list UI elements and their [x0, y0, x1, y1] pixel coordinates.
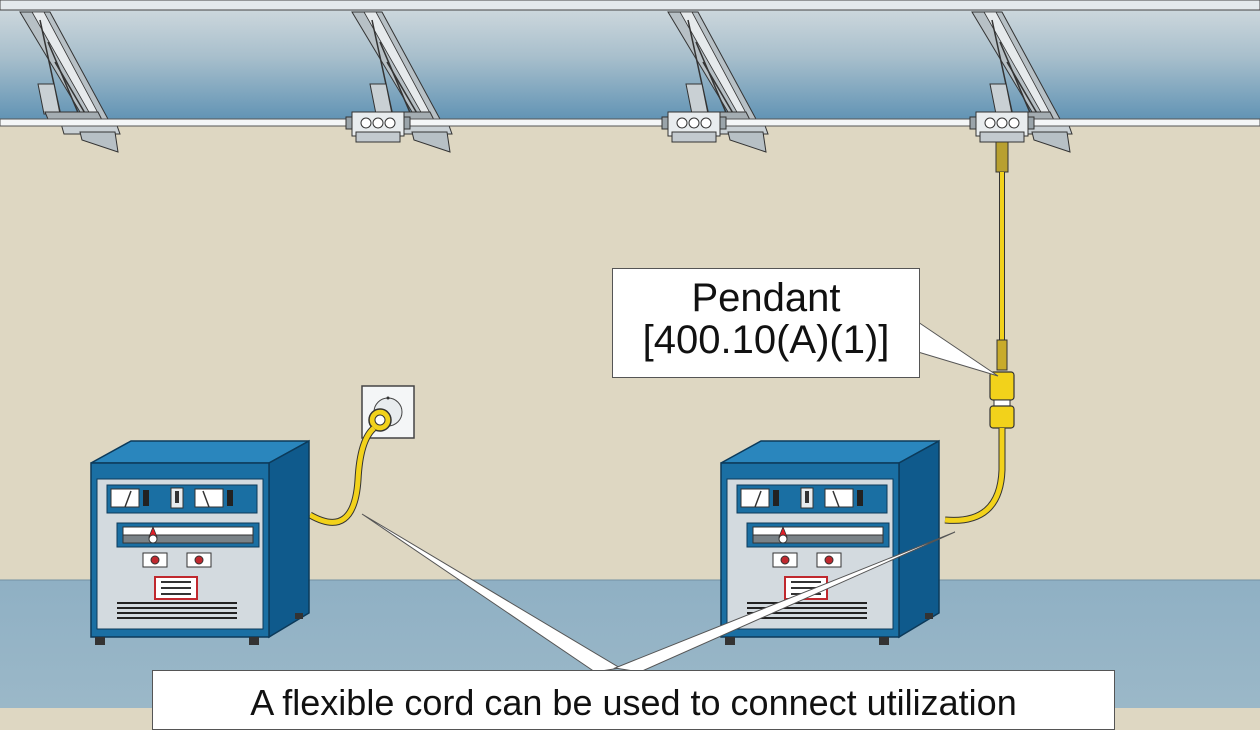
- equipment-cabinet-icon: [90, 440, 310, 646]
- ceiling: [0, 0, 1260, 126]
- junction-box-icon: [969, 111, 1035, 143]
- plug-icon: [368, 408, 392, 432]
- cord-connector-icon: [989, 371, 1015, 429]
- junction-box-icon: [661, 111, 727, 143]
- flexible-cord-callout: A flexible cord can be used to connect u…: [152, 670, 1115, 730]
- pendant-callout: Pendant [400.10(A)(1)]: [612, 268, 920, 378]
- junction-box-icon: [345, 111, 411, 143]
- pendant-cord: [995, 141, 1009, 371]
- ceiling-deck: [0, 0, 1260, 11]
- diagram-canvas: [0, 0, 1260, 708]
- raceway-conduit: [0, 118, 1260, 127]
- pendant-callout-reference: [400.10(A)(1)]: [642, 318, 890, 362]
- flexible-cord-callout-text: A flexible cord can be used to connect u…: [250, 682, 1017, 723]
- pendant-callout-title: Pendant: [691, 276, 841, 320]
